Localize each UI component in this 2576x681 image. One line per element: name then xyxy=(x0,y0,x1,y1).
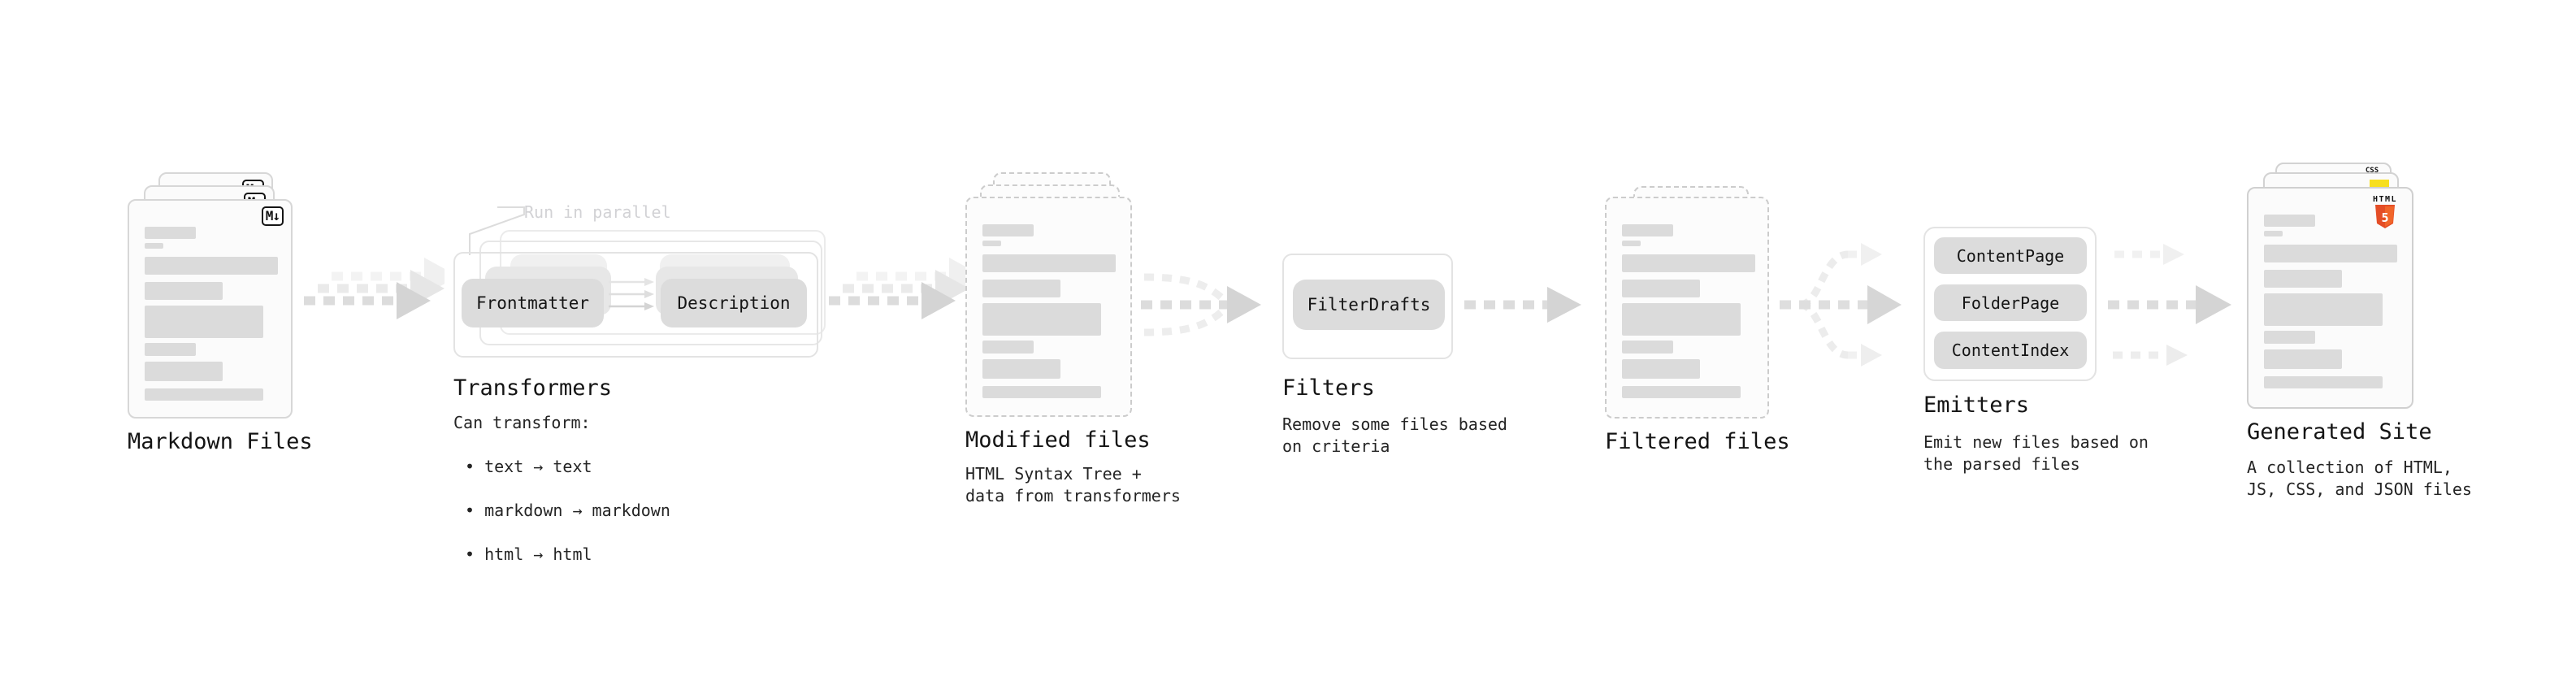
markdown-files-label: Markdown Files xyxy=(128,429,313,454)
text-line-placeholder xyxy=(982,241,1001,246)
html5-icon-label: HTML xyxy=(2372,195,2398,204)
bullet-item: • html → html xyxy=(465,544,592,564)
transformers-bullet-list: • text → text • markdown → markdown • ht… xyxy=(453,434,670,588)
flow-arrow xyxy=(304,258,445,319)
html5-icon: HTML 5 xyxy=(2366,195,2404,232)
text-line-placeholder xyxy=(1622,241,1641,246)
text-line-placeholder xyxy=(145,388,263,401)
text-line-placeholder xyxy=(982,340,1034,354)
text-line-placeholder xyxy=(1622,280,1700,297)
parallel-arrow xyxy=(609,278,654,286)
text-line-placeholder xyxy=(2264,293,2383,326)
emitters-description: Emit new files based on the parsed files xyxy=(1923,432,2149,474)
emitter-pill-contentpage: ContentPage xyxy=(1934,237,2087,274)
text-line-placeholder xyxy=(2264,376,2383,388)
note-leader-line xyxy=(469,206,525,255)
text-line-placeholder xyxy=(2264,349,2342,369)
text-line-placeholder xyxy=(145,343,196,356)
text-line-placeholder xyxy=(1622,224,1673,236)
text-line-placeholder xyxy=(1622,386,1741,398)
filter-pill-filterdrafts: FilterDrafts xyxy=(1293,280,1445,330)
text-line-placeholder xyxy=(982,254,1116,272)
modified-file-card-front xyxy=(965,197,1132,417)
run-in-parallel-note: Run in parallel xyxy=(524,202,671,222)
markdown-file-card-front: M↓ xyxy=(128,199,293,419)
modified-files-label: Modified files xyxy=(965,427,1151,453)
filters-heading: Filters xyxy=(1282,375,1375,401)
merge-arrow xyxy=(1141,273,1261,336)
text-line-placeholder xyxy=(2264,231,2283,236)
text-line-placeholder xyxy=(982,280,1060,297)
text-line-placeholder xyxy=(1622,303,1741,336)
css-icon-label: CSS xyxy=(2365,167,2379,175)
text-line-placeholder xyxy=(982,386,1101,398)
text-line-placeholder xyxy=(145,227,196,239)
bullet-item: • text → text xyxy=(465,457,592,476)
parallel-arrow xyxy=(609,302,654,310)
text-line-placeholder xyxy=(982,359,1060,379)
text-line-placeholder xyxy=(2264,245,2397,262)
text-line-placeholder xyxy=(2264,331,2315,344)
text-line-placeholder xyxy=(2264,215,2315,227)
bullet-item: • markdown → markdown xyxy=(465,501,670,520)
text-line-placeholder xyxy=(1622,254,1755,272)
flow-arrow xyxy=(829,258,969,319)
text-line-placeholder xyxy=(1622,340,1673,354)
transformers-description: Can transform: xyxy=(453,413,591,432)
parallel-flow-arrows xyxy=(2108,244,2231,366)
text-line-placeholder xyxy=(145,306,263,338)
text-line-placeholder xyxy=(145,282,223,300)
filtered-files-label: Filtered files xyxy=(1605,429,1790,454)
emitter-pill-contentindex: ContentIndex xyxy=(1934,332,2087,369)
svg-text:5: 5 xyxy=(2381,210,2388,225)
filtered-file-card-front xyxy=(1605,197,1769,419)
parallel-arrow xyxy=(609,290,654,298)
branch-arrow xyxy=(1780,243,1902,367)
text-line-placeholder xyxy=(145,362,223,381)
transformers-box-front xyxy=(453,252,818,358)
text-line-placeholder xyxy=(982,303,1101,336)
emitters-heading: Emitters xyxy=(1923,393,2030,418)
text-line-placeholder xyxy=(2264,270,2342,288)
generated-file-card-html: HTML 5 xyxy=(2247,187,2413,409)
text-line-placeholder xyxy=(145,257,278,275)
text-line-placeholder xyxy=(145,243,163,249)
transformer-pill-description: Description xyxy=(661,279,807,327)
html5-shield: 5 xyxy=(2375,205,2395,228)
emitter-pill-folderpage: FolderPage xyxy=(1934,284,2087,321)
markdown-icon: M↓ xyxy=(261,206,284,226)
transformers-heading: Transformers xyxy=(453,375,613,401)
generated-site-description: A collection of HTML, JS, CSS, and JSON … xyxy=(2247,458,2472,499)
text-line-placeholder xyxy=(1622,359,1700,379)
filters-description: Remove some files based on criteria xyxy=(1282,414,1507,456)
modified-files-description: HTML Syntax Tree + data from transformer… xyxy=(965,464,1181,505)
transformer-pill-frontmatter: Frontmatter xyxy=(462,279,604,327)
generated-site-label: Generated Site xyxy=(2247,419,2432,445)
text-line-placeholder xyxy=(982,224,1034,236)
flow-arrow xyxy=(1464,287,1581,323)
